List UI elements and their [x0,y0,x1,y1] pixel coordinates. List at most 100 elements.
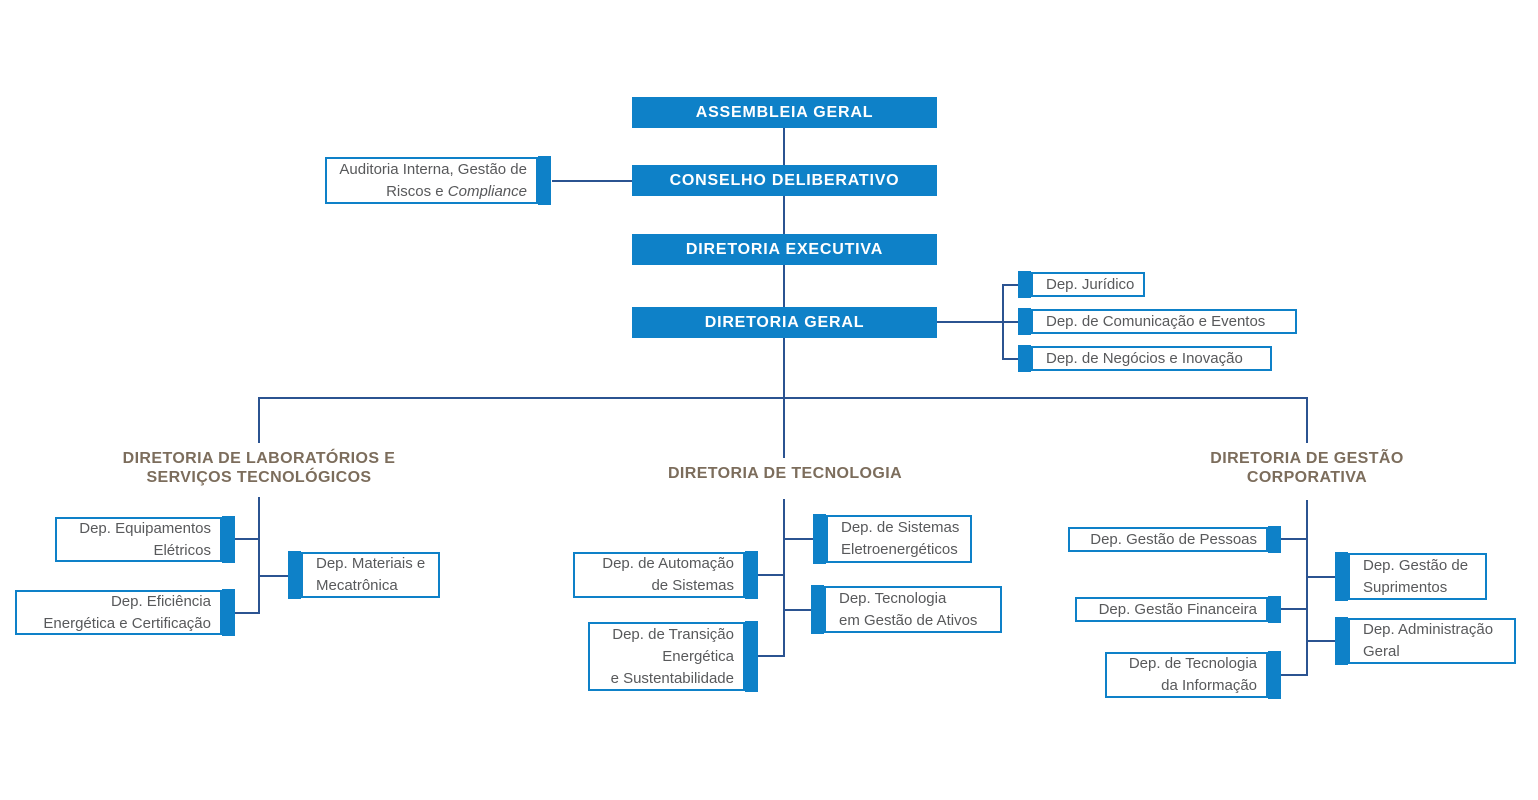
node-label: Dep. de Transição Energética e Sustentab… [590,624,743,690]
node-tab [813,514,826,564]
node-tab [538,156,551,205]
label-line: Mecatrônica [316,577,398,594]
node-tab [288,551,301,599]
node-label: Dep. de Automação de Sistemas [575,553,743,597]
label-line: Riscos e Compliance [327,181,527,203]
node-tab [745,621,758,692]
node-label: CONSELHO DELIBERATIVO [669,171,900,189]
node-label: Dep. Gestão de Pessoas [1090,530,1257,548]
connector-line [258,397,260,443]
node-tab [1018,345,1031,372]
node-diretoria-geral: DIRETORIA GERAL [632,307,937,338]
label-line: da Informação [1161,677,1257,694]
node-label: Dep. de Tecnologia da Informação [1107,653,1266,697]
node-tab [811,585,824,634]
label-line: de Sistemas [651,577,734,594]
node-auditoria-interna: Auditoria Interna, Gestão de Riscos e Co… [325,156,551,205]
connector-line [552,180,632,182]
heading-line: CORPORATIVA [1246,469,1368,486]
connector-line [1281,608,1307,610]
connector-line [1003,358,1019,360]
connector-line [783,265,785,308]
label-line: Dep. Equipamentos [79,519,211,537]
label-line: Auditoria Interna, Gestão de [339,160,527,178]
connector-line [1306,397,1308,443]
connector-line [785,609,811,611]
connector-line [783,128,785,166]
connector-line [1281,674,1307,676]
node-dep-transicao-energetica: Dep. de Transição Energética e Sustentab… [588,621,758,692]
node-assembleia-geral: ASSEMBLEIA GERAL [632,97,937,128]
label-line: Dep. Gestão de [1363,556,1469,574]
connector-line [258,497,260,614]
node-label: DIRETORIA GERAL [704,313,865,331]
node-label: Dep. Materiais e Mecatrônica [303,553,438,597]
connector-line [758,574,785,576]
label-line: Dep. Administração [1363,621,1494,638]
node-label: Dep. Tecnologia em Gestão de Ativos [826,588,1000,632]
node-dep-materiais-mecatronica: Dep. Materiais e Mecatrônica [288,551,440,599]
connector-line [783,499,785,657]
node-dep-gestao-pessoas: Dep. Gestão de Pessoas [1068,526,1281,553]
label-line: Dep. de Sistemas [841,519,960,536]
label-line: Dep. de Tecnologia [1128,655,1257,672]
node-dep-gestao-financeira: Dep. Gestão Financeira [1075,596,1281,623]
node-label: Dep. Equipamentos Elétricos [57,518,220,562]
connector-line [260,575,288,577]
connector-line [785,538,813,540]
node-label: Dep. Gestão Financeira [1098,600,1257,618]
connector-line [758,655,785,657]
heading-line: DIRETORIA DE GESTÃO [1210,450,1404,467]
label-line: Dep. de Automação [602,555,734,572]
node-label: Dep. Eficiência Energética e Certificaçã… [17,591,220,635]
node-label: Dep. de Sistemas Eletroenergéticos [828,517,970,561]
node-dep-tecnologia-gestao-ativos: Dep. Tecnologia em Gestão de Ativos [811,585,1002,634]
connector-line [937,321,1003,323]
connector-line [1306,500,1308,676]
connector-line [1308,640,1335,642]
node-dep-comunicacao-eventos: Dep. de Comunicação e Eventos [1018,308,1297,335]
heading-line: SERVIÇOS TECNOLÓGICOS [146,469,372,486]
node-dep-equipamentos-eletricos: Dep. Equipamentos Elétricos [55,516,235,563]
heading-diretoria-laboratorios: DIRETORIA DE LABORATÓRIOS E SERVIÇOS TEC… [109,449,409,487]
node-diretoria-executiva: DIRETORIA EXECUTIVA [632,234,937,265]
label-line: Dep. Eficiência [110,592,211,610]
label-italic: Compliance [447,182,527,200]
connector-line [783,397,785,458]
node-dep-tecnologia-informacao: Dep. de Tecnologia da Informação [1105,651,1281,699]
label-text: Riscos e [386,182,448,200]
connector-line [783,196,785,235]
heading-line: DIRETORIA DE LABORATÓRIOS E [122,450,396,467]
node-dep-automacao-sistemas: Dep. de Automação de Sistemas [573,551,758,599]
connector-line [235,538,259,540]
connector-line [1003,321,1019,323]
connector-line [1003,284,1019,286]
label-line: Energética [662,647,734,665]
node-conselho-deliberativo: CONSELHO DELIBERATIVO [632,165,937,196]
node-label: Dep. Gestão de Suprimentos [1350,555,1485,599]
node-tab [1268,651,1281,699]
heading-diretoria-gestao-corporativa: DIRETORIA DE GESTÃO CORPORATIVA [1157,449,1457,487]
node-label: Dep. de Comunicação e Eventos [1046,312,1266,330]
label-line: Geral [1363,643,1400,660]
label-line: e Sustentabilidade [610,669,734,687]
node-tab [1268,526,1281,553]
node-tab [1268,596,1281,623]
heading-line: DIRETORIA DE TECNOLOGIA [667,465,903,482]
node-dep-juridico: Dep. Jurídico [1018,271,1145,298]
node-tab [1335,617,1348,665]
node-label: Dep. de Negócios e Inovação [1046,349,1243,367]
node-tab [1018,308,1031,335]
connector-line [783,338,785,398]
label-line: Dep. Materiais e [316,555,426,572]
node-dep-sistemas-eletroenergeticos: Dep. de Sistemas Eletroenergéticos [813,514,972,564]
node-label: DIRETORIA EXECUTIVA [685,240,884,258]
node-label: Dep. Administração Geral [1350,619,1514,663]
label-line: Eletroenergéticos [841,541,958,558]
node-tab [1018,271,1031,298]
node-label: ASSEMBLEIA GERAL [695,103,874,121]
label-line: em Gestão de Ativos [839,611,978,629]
node-tab [222,516,235,563]
node-tab [745,551,758,599]
